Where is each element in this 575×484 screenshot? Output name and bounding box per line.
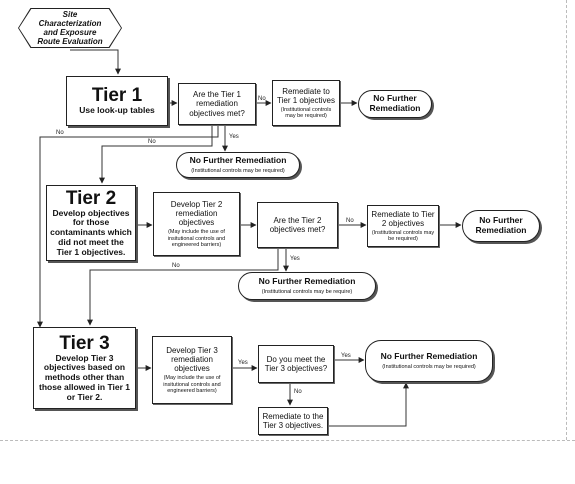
- edge-q2-to-tier3: [87, 249, 279, 326]
- no-further-remediation-5: No Further Remediation (Institutional co…: [365, 340, 493, 382]
- edge-rem3-to-nfr5: [328, 382, 409, 427]
- nfr3-text: No Further Remediation: [475, 215, 527, 235]
- site-characterization-node: Site Characterization and Exposure Route…: [18, 8, 122, 48]
- remediate-tier2-text: Remediate to Tier 2 objectives: [371, 209, 435, 228]
- develop-tier2-text: Develop Tier 2 remediation objectives: [170, 199, 223, 228]
- label-q2-no-right: No: [346, 218, 354, 224]
- tier2-title: Tier 2: [65, 187, 117, 209]
- nfr4-text: No Further Remediation: [258, 275, 356, 286]
- remediate-tier1-note: (Institutional controls may be required): [280, 106, 332, 120]
- develop-tier2-box: Develop Tier 2 remediation objectives (M…: [153, 192, 240, 256]
- label-q1-no-right: No: [258, 96, 266, 102]
- tier2-box: Tier 2 Develop objectives for those cont…: [46, 185, 136, 261]
- tier2-decision-text: Are the Tier 2 objectives met?: [269, 215, 326, 234]
- develop-tier3-box: Develop Tier 3 remediation objectives (M…: [152, 336, 232, 404]
- label-q1-no-tier3: No: [56, 130, 64, 136]
- label-q2-no-tier3: No: [172, 263, 180, 269]
- label-dev3-yes: Yes: [238, 360, 248, 366]
- tier1-decision-box: Are the Tier 1 remediation objectives me…: [178, 83, 256, 125]
- label-q3-no: No: [294, 389, 302, 395]
- edge-q1-to-tier3: [37, 125, 219, 328]
- remediate-tier2-box: Remediate to Tier 2 objectives (Institut…: [367, 205, 439, 247]
- no-further-remediation-3: No Further Remediation: [462, 210, 540, 242]
- nfr5-text: No Further Remediation: [380, 350, 478, 361]
- page-border-bottom: [0, 440, 575, 441]
- no-further-remediation-1: No Further Remediation: [358, 90, 432, 118]
- edge-q1-to-tier2: [99, 125, 213, 184]
- label-q3-yes: Yes: [341, 353, 351, 359]
- start-line-1: Site: [62, 9, 78, 19]
- remediate-tier2-note: (Institutional controls may be required): [371, 229, 435, 243]
- nfr5-note: (Institutional controls may be required): [382, 363, 476, 370]
- tier3-decision-box: Do you meet the Tier 3 objectives?: [258, 345, 334, 383]
- tier3-box: Tier 3 Develop Tier 3 objectives based o…: [33, 327, 136, 409]
- label-q1-yes: Yes: [229, 134, 239, 140]
- remediate-tier1-box: Remediate to Tier 1 objectives (Institut…: [272, 80, 340, 126]
- develop-tier3-note: (May include the use of insitutional con…: [163, 375, 221, 394]
- page-border-right: [566, 0, 567, 440]
- develop-tier2-note: (May include the use of insitutional con…: [167, 229, 226, 248]
- tier1-title: Tier 1: [91, 85, 143, 107]
- tier1-decision-text: Are the Tier 1 remediation objectives me…: [189, 90, 245, 118]
- develop-tier3-text: Develop Tier 3 remediation objectives: [166, 345, 218, 374]
- start-line-3: and Exposure: [43, 28, 97, 37]
- edge-start-to-tier1: [70, 49, 121, 75]
- remediate-tier1-text: Remediate to Tier 1 objectives: [277, 86, 335, 105]
- no-further-remediation-2: No Further Remediation (Institutional co…: [176, 152, 300, 178]
- tier3-title: Tier 3: [59, 332, 110, 354]
- remediate-tier3-box: Remediate to the Tier 3 objectives.: [258, 407, 328, 435]
- tier3-decision-text: Do you meet the Tier 3 objectives?: [264, 354, 328, 373]
- start-line-2: Characterization: [38, 18, 102, 28]
- tier1-box: Tier 1 Use look-up tables: [66, 76, 168, 126]
- no-further-remediation-4: No Further Remediation (Institutional co…: [238, 272, 376, 300]
- remediate-tier3-text: Remediate to the Tier 3 objectives.: [262, 411, 324, 430]
- start-line-4: Route Evaluation: [37, 37, 103, 47]
- tier3-subtitle: Develop Tier 3 objectives based on metho…: [38, 352, 130, 402]
- nfr2-text: No Further Remediation: [189, 154, 287, 165]
- nfr1-text: No Further Remediation: [369, 93, 421, 113]
- label-q2-yes: Yes: [290, 256, 300, 262]
- tier2-subtitle: Develop objectives for those contaminant…: [50, 207, 132, 257]
- tier1-subtitle: Use look-up tables: [79, 105, 155, 116]
- label-q1-no-tier2: No: [148, 139, 156, 145]
- tier2-decision-box: Are the Tier 2 objectives met?: [257, 202, 338, 248]
- nfr2-note: (Institutional controls may be required): [191, 167, 285, 174]
- nfr4-note: (Institutional controls may be require): [261, 288, 353, 295]
